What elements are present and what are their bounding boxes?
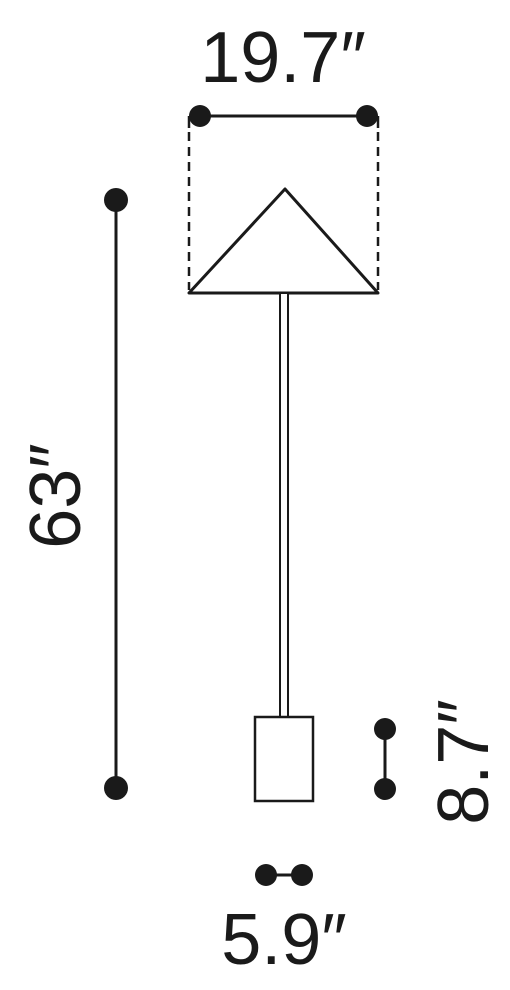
base-height-endpoint-top (374, 718, 396, 740)
lamp-pole (279, 292, 289, 718)
base-height-label: 8.7″ (424, 699, 504, 825)
base-width-endpoint-right (291, 864, 313, 886)
base-width-label: 5.9″ (221, 900, 347, 980)
shade-width-endpoint-right (356, 105, 378, 127)
lamp-shade (187, 187, 380, 295)
lamp-base (253, 715, 315, 803)
base-width-endpoint-left (255, 864, 277, 886)
overall-height-endpoint-top (104, 188, 128, 212)
overall-height-label: 63″ (16, 443, 96, 549)
shade-width-endpoint-left (189, 105, 211, 127)
base-height-endpoint-bottom (374, 778, 396, 800)
overall-height-endpoint-bottom (104, 776, 128, 800)
shade-width-label: 19.7″ (200, 18, 366, 98)
